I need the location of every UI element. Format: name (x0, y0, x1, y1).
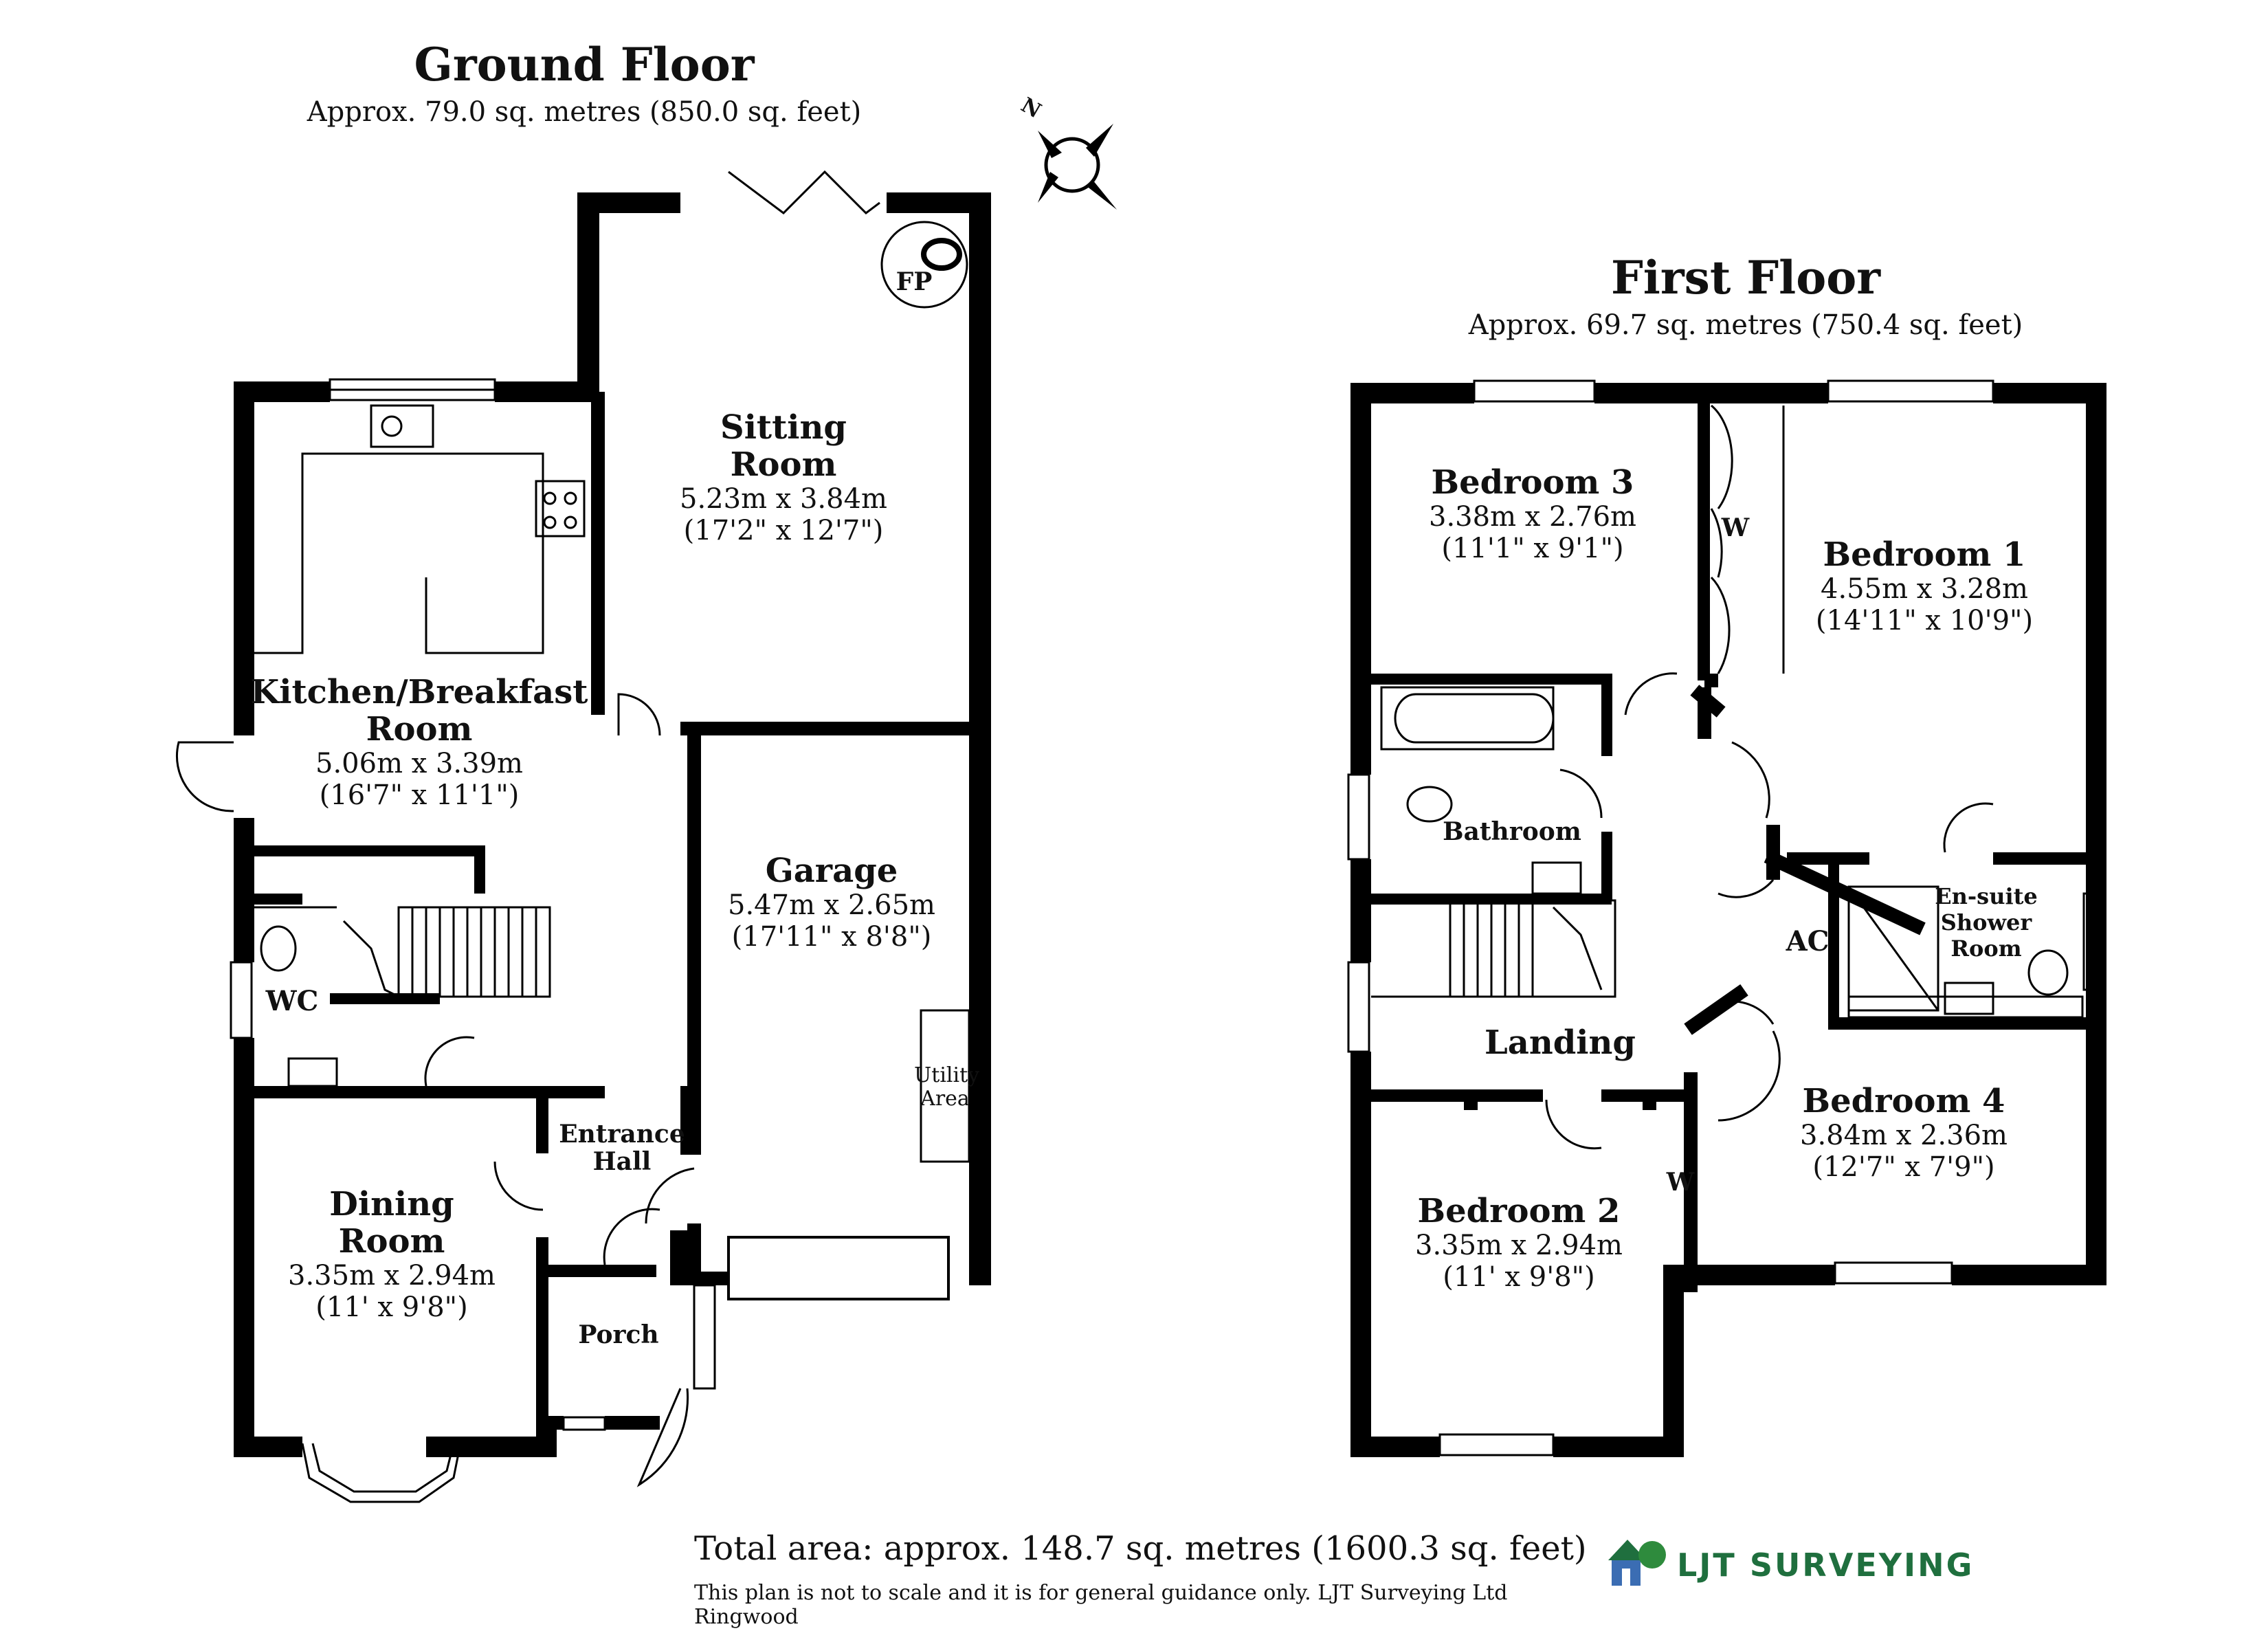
room-kitchen-name-2: Room (366, 710, 473, 749)
room-bed3: Bedroom 3 3.38m x 2.76m (11'1" x 9'1") (1402, 464, 1663, 564)
fireplace-icon (921, 238, 962, 271)
room-ensuite: En-suite Shower Room (1917, 883, 2055, 962)
room-bed2-imperial: (11' x 9'8") (1443, 1261, 1595, 1293)
room-garage-metric: 5.47m x 2.65m (728, 889, 935, 921)
room-bathroom-name: Bathroom (1443, 817, 1581, 846)
room-garage-name: Garage (765, 852, 898, 890)
room-bed4: Bedroom 4 3.84m x 2.36m (12'7" x 7'9") (1759, 1083, 2048, 1183)
ljt-logo-icon (1608, 1540, 1666, 1586)
fireplace-label: FP (896, 267, 933, 296)
room-utility-name-1: Utility (914, 1063, 980, 1087)
room-entrance: Entrance Hall (550, 1120, 694, 1175)
room-bed1-name: Bedroom 1 (1823, 535, 2026, 574)
room-garage: Garage 5.47m x 2.65m (17'11" x 8'8") (715, 852, 948, 953)
room-bed2-name: Bedroom 2 (1417, 1192, 1621, 1230)
room-ensuite-name-1: En-suite (1935, 883, 2038, 909)
ljt-logo-text: LJT SURVEYING (1677, 1547, 1975, 1584)
first-floor-area: Approx. 69.7 sq. metres (750.4 sq. feet) (1468, 309, 2023, 341)
room-sitting-name-1: Sitting (720, 408, 847, 447)
room-dining-imperial: (11' x 9'8") (315, 1292, 468, 1323)
room-entrance-name-2: Hall (592, 1147, 652, 1176)
room-bed3-metric: 3.38m x 2.76m (1429, 501, 1636, 533)
room-kitchen-imperial: (16'7" x 11'1") (319, 779, 520, 811)
wardrobe-bed1-label: W (1721, 513, 1750, 542)
room-garage-imperial: (17'11" x 8'8") (731, 921, 932, 953)
ground-floor-area: Approx. 79.0 sq. metres (850.0 sq. feet) (307, 96, 862, 128)
room-entrance-name-1: Entrance (559, 1120, 685, 1149)
room-kitchen-name-1: Kitchen/Breakfast (250, 673, 588, 711)
room-bed2: Bedroom 2 3.35m x 2.94m (11' x 9'8") (1395, 1193, 1643, 1293)
room-bed3-name: Bedroom 3 (1431, 463, 1634, 502)
room-dining: Dining Room 3.35m x 2.94m (11' x 9'8") (261, 1186, 522, 1323)
room-bed1: Bedroom 1 4.55m x 3.28m (14'11" x 10'9") (1787, 536, 2062, 636)
first-floor-title: First Floor (1610, 251, 1881, 304)
room-wc-name: WC (265, 985, 319, 1017)
room-bed4-metric: 3.84m x 2.36m (1800, 1120, 2008, 1151)
ground-floor-walls (234, 192, 991, 1457)
room-ensuite-name-2: Shower (1940, 909, 2032, 935)
first-floor-openings (1347, 379, 2106, 1456)
room-bed4-name: Bedroom 4 (1802, 1082, 2005, 1120)
ground-floor-title: Ground Floor (414, 38, 755, 91)
room-sitting-imperial: (17'2" x 12'7") (683, 515, 884, 546)
room-sitting-name-2: Room (730, 445, 837, 484)
room-bed3-imperial: (11'1" x 9'1") (1441, 533, 1624, 564)
room-bed1-imperial: (14'11" x 10'9") (1815, 605, 2034, 636)
room-utility: Utility Area (914, 1063, 980, 1111)
room-sitting-metric: 5.23m x 3.84m (680, 483, 887, 515)
room-ensuite-name-3: Room (1950, 935, 2022, 962)
room-dining-name-1: Dining (329, 1185, 454, 1223)
room-dining-name-2: Room (338, 1222, 445, 1261)
room-sitting: Sitting Room 5.23m x 3.84m (17'2" x 12'7… (619, 409, 948, 546)
first-floor-walls (1350, 383, 2106, 1457)
compass-icon (1038, 124, 1117, 210)
room-kitchen-metric: 5.06m x 3.39m (315, 748, 523, 779)
room-porch-name: Porch (578, 1320, 659, 1349)
ground-floor-openings (175, 170, 970, 1503)
room-bed1-metric: 4.55m x 3.28m (1821, 573, 2028, 605)
wardrobe-bed2-label: W (1666, 1168, 1695, 1197)
total-area: Total area: approx. 148.7 sq. metres (16… (694, 1529, 1587, 1568)
room-landing-name: Landing (1484, 1023, 1636, 1062)
airing-cupboard-label: AC (1786, 925, 1830, 957)
room-bed2-metric: 3.35m x 2.94m (1415, 1230, 1623, 1261)
disclaimer: This plan is not to scale and it is for … (694, 1581, 1508, 1629)
room-kitchen: Kitchen/Breakfast Room 5.06m x 3.39m (16… (247, 674, 591, 811)
room-utility-name-2: Area (920, 1087, 970, 1111)
room-bed4-imperial: (12'7" x 7'9") (1812, 1151, 1995, 1183)
room-dining-metric: 3.35m x 2.94m (288, 1260, 496, 1292)
